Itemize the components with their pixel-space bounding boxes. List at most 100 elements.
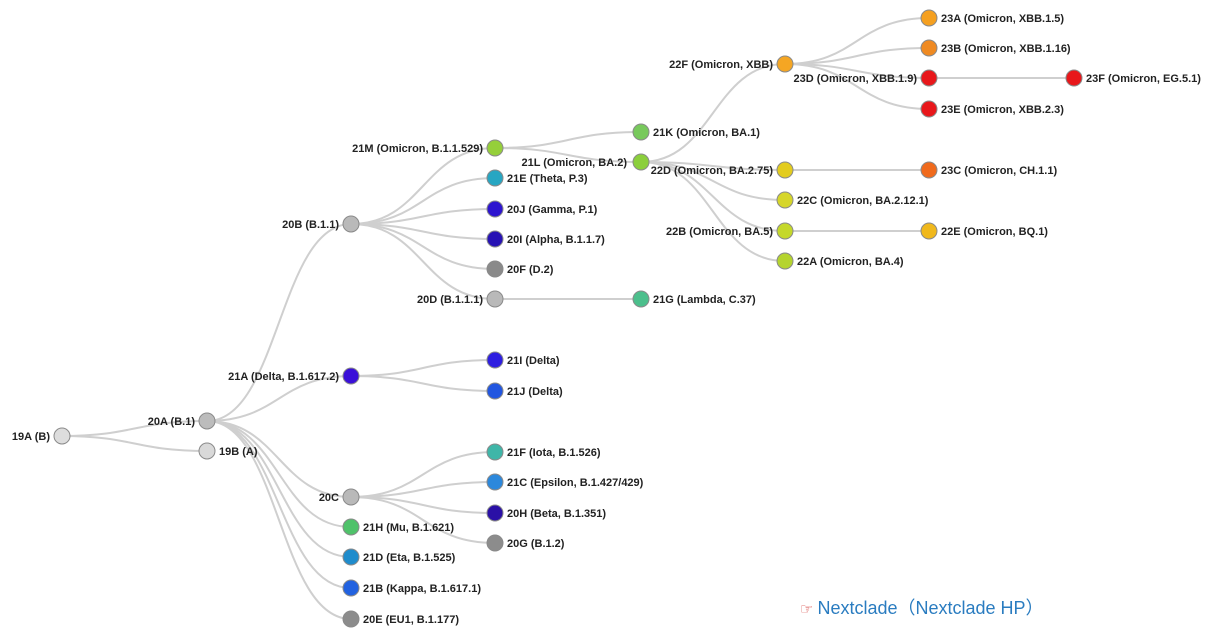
node-20D[interactable]	[486, 290, 504, 308]
edge-20A-20B	[206, 223, 352, 422]
label-22D: 22D (Omicron, BA.2.75)	[651, 165, 774, 177]
label-19B: 19B (A)	[219, 446, 258, 458]
edge-22F-23A	[784, 17, 930, 65]
label-23F: 23F (Omicron, EG.5.1)	[1086, 73, 1201, 85]
edge-20B-21E	[350, 177, 496, 225]
node-20H[interactable]	[486, 504, 504, 522]
node-21L[interactable]	[632, 153, 650, 171]
label-21F: 21F (Iota, B.1.526)	[507, 447, 601, 459]
tree-nodes: 19A (B) 20A (B.1) 19B (A) 20B (B.1.1) 21A (D…	[12, 9, 1201, 628]
node-20C[interactable]	[342, 488, 360, 506]
label-22C: 22C (Omicron, BA.2.12.1)	[797, 195, 929, 207]
edge-20C-20H	[350, 496, 496, 514]
edge-20C-21C	[350, 481, 496, 498]
label-21I: 21I (Delta)	[507, 355, 560, 367]
node-23C[interactable]	[920, 161, 938, 179]
edge-22F-23B	[784, 47, 930, 65]
label-22B: 22B (Omicron, BA.5)	[666, 226, 773, 238]
edge-21A-21I	[350, 359, 496, 377]
edge-21L-22A	[640, 161, 786, 262]
node-23A[interactable]	[920, 9, 938, 27]
node-23D[interactable]	[920, 69, 938, 87]
label-20E: 20E (EU1, B.1.177)	[363, 614, 459, 626]
edge-20A-21H	[206, 420, 352, 528]
label-23B: 23B (Omicron, XBB.1.16)	[941, 43, 1071, 55]
label-21M: 21M (Omicron, B.1.1.529)	[352, 143, 483, 155]
edge-21A-21J	[350, 375, 496, 392]
edge-22F-23D	[784, 63, 930, 79]
nextclade-credit-link[interactable]: ☞Nextclade（Nextclade HP）	[800, 594, 1044, 620]
node-21H[interactable]	[342, 518, 360, 536]
label-21A: 21A (Delta, B.1.617.2)	[228, 371, 339, 383]
edge-20C-20G	[350, 496, 496, 544]
node-21G[interactable]	[632, 290, 650, 308]
node-20B[interactable]	[342, 215, 360, 233]
label-19A: 19A (B)	[12, 431, 50, 443]
label-20C: 20C	[319, 492, 339, 504]
node-22D[interactable]	[776, 161, 794, 179]
node-21I[interactable]	[486, 351, 504, 369]
node-21D[interactable]	[342, 548, 360, 566]
label-20D: 20D (B.1.1.1)	[417, 294, 483, 306]
label-22A: 22A (Omicron, BA.4)	[797, 256, 904, 268]
node-20F[interactable]	[486, 260, 504, 278]
label-21L: 21L (Omicron, BA.2)	[521, 157, 627, 169]
node-21E[interactable]	[486, 169, 504, 187]
edge-22F-23E	[784, 63, 930, 110]
edge-19A-20A	[61, 420, 208, 437]
node-21F[interactable]	[486, 443, 504, 461]
edge-20A-21D	[206, 420, 352, 558]
node-22C[interactable]	[776, 191, 794, 209]
node-22F[interactable]	[776, 55, 794, 73]
label-23A: 23A (Omicron, XBB.1.5)	[941, 13, 1064, 25]
label-20F: 20F (D.2)	[507, 264, 554, 276]
label-20G: 20G (B.1.2)	[507, 538, 565, 550]
node-22B[interactable]	[776, 222, 794, 240]
label-21E: 21E (Theta, P.3)	[507, 173, 588, 185]
label-23C: 23C (Omicron, CH.1.1)	[941, 165, 1057, 177]
node-23B[interactable]	[920, 39, 938, 57]
edge-21M-21L	[494, 147, 642, 163]
edge-21M-21K	[494, 131, 642, 149]
node-20E[interactable]	[342, 610, 360, 628]
node-22E[interactable]	[920, 222, 938, 240]
node-21K[interactable]	[632, 123, 650, 141]
edge-20C-21F	[350, 451, 496, 498]
label-21G: 21G (Lambda, C.37)	[653, 294, 756, 306]
label-21C: 21C (Epsilon, B.1.427/429)	[507, 477, 644, 489]
edge-20B-20I	[350, 223, 496, 240]
node-20A[interactable]	[198, 412, 216, 430]
edge-21L-22F	[640, 63, 786, 163]
tree-edges	[61, 17, 1074, 620]
edge-21L-22B	[640, 161, 786, 232]
label-20B: 20B (B.1.1)	[282, 219, 339, 231]
label-23E: 23E (Omicron, XBB.2.3)	[941, 104, 1064, 116]
node-19B[interactable]	[198, 442, 216, 460]
label-21J: 21J (Delta)	[507, 386, 563, 398]
pointing-hand-icon: ☞	[800, 601, 814, 618]
label-20I: 20I (Alpha, B.1.1.7)	[507, 234, 605, 246]
edge-20B-20F	[350, 223, 496, 270]
node-21C[interactable]	[486, 473, 504, 491]
edge-21L-22C	[640, 161, 786, 201]
label-23D: 23D (Omicron, XBB.1.9)	[794, 73, 918, 85]
node-21A[interactable]	[342, 367, 360, 385]
node-23F[interactable]	[1065, 69, 1083, 87]
edge-20A-21A	[206, 375, 352, 422]
node-19A[interactable]	[53, 427, 71, 445]
label-20A: 20A (B.1)	[148, 416, 196, 428]
edge-20A-20E	[206, 420, 352, 620]
node-23E[interactable]	[920, 100, 938, 118]
node-21B[interactable]	[342, 579, 360, 597]
edge-20A-20C	[206, 420, 352, 498]
label-20J: 20J (Gamma, P.1)	[507, 204, 598, 216]
node-21M[interactable]	[486, 139, 504, 157]
node-21J[interactable]	[486, 382, 504, 400]
node-20G[interactable]	[486, 534, 504, 552]
credit-text: Nextclade（Nextclade HP）	[817, 598, 1044, 618]
label-22E: 22E (Omicron, BQ.1)	[941, 226, 1048, 238]
node-20I[interactable]	[486, 230, 504, 248]
node-20J[interactable]	[486, 200, 504, 218]
node-22A[interactable]	[776, 252, 794, 270]
